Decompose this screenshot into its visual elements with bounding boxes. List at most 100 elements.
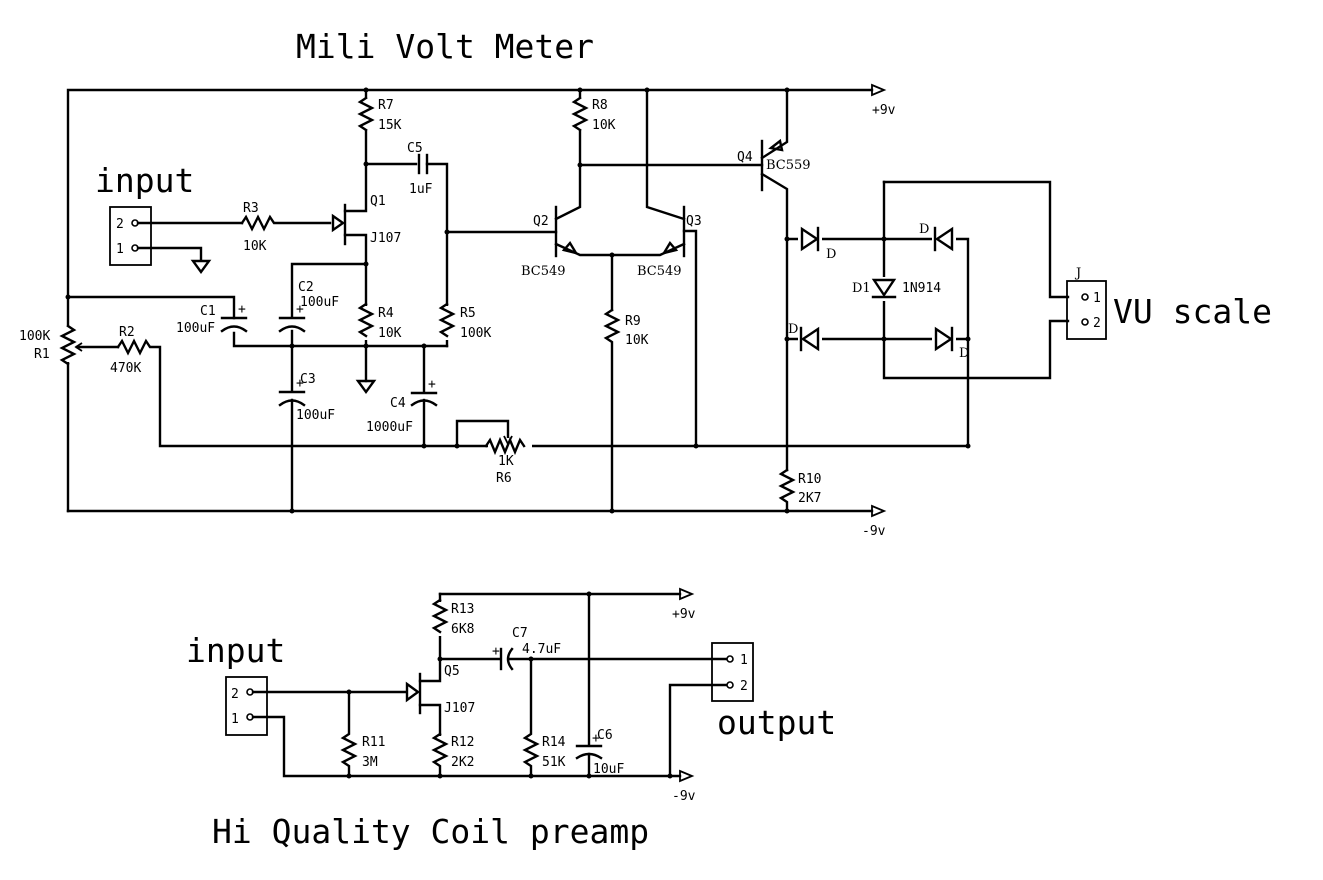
R3-value: 10K bbox=[243, 239, 267, 254]
coil-preamp-circuit: input 2 1 +9v -9v Q5 J107 R13 6K8 bbox=[186, 587, 836, 804]
Q3-value: BC549 bbox=[637, 264, 682, 279]
diode-label-4: D bbox=[959, 346, 969, 361]
R9-ref: R9 bbox=[625, 314, 641, 329]
input-pin-2: 2 bbox=[116, 217, 124, 232]
Q1-ref: Q1 bbox=[370, 194, 386, 209]
C7-ref: C7 bbox=[512, 626, 528, 641]
R6-value: 1K bbox=[498, 454, 514, 469]
R11-ref: R11 bbox=[362, 735, 385, 750]
Q2-ref: Q2 bbox=[533, 214, 549, 229]
R7-value: 15K bbox=[378, 118, 402, 133]
neg-supply-arrow-icon bbox=[871, 504, 887, 518]
resistor-R11 bbox=[340, 690, 358, 778]
preamp-output-pin-2: 2 bbox=[740, 679, 748, 694]
C4-ref: C4 bbox=[390, 396, 406, 411]
diode-bottom-left-icon bbox=[800, 326, 820, 352]
svg-text:+: + bbox=[428, 377, 436, 392]
preamp-output-connector bbox=[711, 642, 754, 702]
diode-label-2: D bbox=[919, 222, 929, 237]
R7-ref: R7 bbox=[378, 98, 394, 113]
Q3-collector bbox=[645, 88, 686, 221]
Q4-ref: Q4 bbox=[737, 150, 753, 165]
C2-ref: C2 bbox=[298, 280, 314, 295]
R13-ref: R13 bbox=[451, 602, 474, 617]
Q4-emitter-arrow-icon bbox=[768, 138, 784, 152]
resistor-R5 bbox=[438, 302, 456, 338]
preamp-output-pin-1: 1 bbox=[740, 653, 748, 668]
diode-label-3: D bbox=[788, 322, 798, 337]
Q2-value: BC549 bbox=[521, 264, 566, 279]
svg-text:+: + bbox=[492, 644, 500, 659]
resistor-R9 bbox=[603, 308, 621, 513]
svg-text:+: + bbox=[238, 302, 246, 317]
R3-ref: R3 bbox=[243, 201, 259, 216]
wire-C5-R5 bbox=[425, 162, 449, 348]
R13-value: 6K8 bbox=[451, 622, 474, 637]
R10-ref: R10 bbox=[798, 472, 821, 487]
svg-text:+: + bbox=[296, 376, 304, 391]
resistor-R2 bbox=[116, 338, 970, 448]
diode-bottom-right-icon bbox=[934, 326, 954, 352]
R5-value: 100K bbox=[460, 326, 491, 341]
Q5-gate-arrow-icon bbox=[405, 681, 421, 703]
R4-ref: R4 bbox=[378, 306, 394, 321]
potentiometer-R1 bbox=[59, 324, 77, 366]
Q1-value: J107 bbox=[370, 231, 401, 246]
preamp-input-pin-1: 1 bbox=[231, 712, 239, 727]
R1-value: 100K bbox=[19, 329, 50, 344]
resistor-R3 bbox=[240, 214, 332, 232]
trimmer-R6 bbox=[484, 436, 526, 456]
R14-value: 51K bbox=[542, 755, 566, 770]
supply-pos-label: +9v bbox=[872, 103, 896, 118]
input-pin-1: 1 bbox=[116, 242, 124, 257]
Q1-gate-arrow-icon bbox=[331, 213, 346, 233]
resistor-R8 bbox=[571, 96, 589, 132]
preamp-input-pin-2: 2 bbox=[231, 687, 239, 702]
Q3-ref: Q3 bbox=[686, 214, 702, 229]
svg-text:+: + bbox=[592, 731, 600, 746]
C2-value: 100uF bbox=[300, 295, 339, 310]
title-mili-volt-meter: Mili Volt Meter bbox=[296, 27, 594, 66]
R1-ref: R1 bbox=[34, 347, 50, 362]
R4-value: 10K bbox=[378, 326, 402, 341]
vu-scale-label: VU scale bbox=[1113, 292, 1272, 331]
resistor-R13 bbox=[431, 598, 449, 634]
vu-connector-ref: J bbox=[1074, 266, 1081, 281]
preamp-supply-neg: -9v bbox=[672, 789, 696, 804]
R8-value: 10K bbox=[592, 118, 616, 133]
pos-supply-arrow-icon bbox=[871, 83, 887, 97]
resistor-R4 bbox=[357, 302, 375, 338]
R10-value: 2K7 bbox=[798, 491, 821, 506]
R11-value: 3M bbox=[362, 755, 378, 770]
svg-text:+: + bbox=[296, 302, 304, 317]
resistor-R7 bbox=[357, 96, 375, 132]
wire-pos-rail bbox=[66, 88, 874, 513]
diode-top-right-icon bbox=[934, 226, 954, 252]
input-connector bbox=[109, 206, 152, 266]
Q5-value: J107 bbox=[444, 701, 475, 716]
preamp-supply-pos: +9v bbox=[672, 607, 696, 622]
ground-icon-r4 bbox=[355, 379, 377, 395]
Q5-ref: Q5 bbox=[444, 664, 460, 679]
vu-pin-1: 1 bbox=[1093, 291, 1101, 306]
vu-connector bbox=[1066, 280, 1107, 340]
R9-value: 10K bbox=[625, 333, 649, 348]
preamp-input-connector bbox=[225, 676, 268, 736]
Q4-collector bbox=[760, 172, 789, 472]
resistor-R10 bbox=[778, 468, 796, 513]
C5-ref: C5 bbox=[407, 141, 423, 156]
millivolt-meter-circuit: +9v -9v input 2 1 R3 10K Q1 J107 R7 15K bbox=[19, 83, 1272, 539]
C6-ref: C6 bbox=[597, 728, 613, 743]
Q4-value: BC559 bbox=[766, 158, 811, 173]
R12-value: 2K2 bbox=[451, 755, 474, 770]
C6-value: 10uF bbox=[593, 762, 624, 777]
C7-value: 4.7uF bbox=[522, 642, 561, 657]
Q4-emitter bbox=[760, 88, 789, 160]
title-coil-preamp: Hi Quality Coil preamp bbox=[212, 812, 649, 851]
C3-value: 100uF bbox=[296, 408, 335, 423]
R8-ref: R8 bbox=[592, 98, 608, 113]
R5-ref: R5 bbox=[460, 306, 476, 321]
preamp-input-label: input bbox=[186, 631, 285, 670]
supply-neg-label: -9v bbox=[862, 524, 886, 539]
